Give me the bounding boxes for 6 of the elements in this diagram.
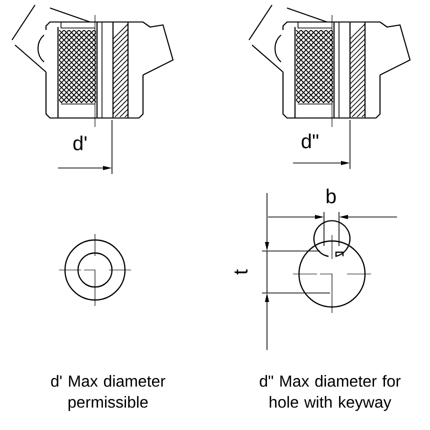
dimension-label: t	[234, 269, 248, 274]
dimension-label: b	[326, 188, 336, 204]
dimension-label: d'	[73, 136, 86, 150]
dimension-label: d"	[302, 134, 318, 148]
caption: d" Max diameter for hole with keyway	[260, 375, 401, 411]
caption: d' Max diameter permissible	[51, 375, 166, 411]
